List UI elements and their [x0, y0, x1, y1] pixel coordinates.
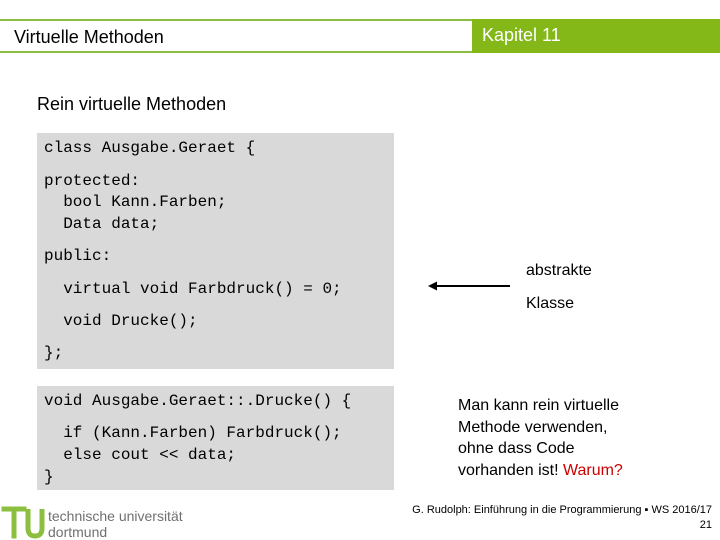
code-line: }; [44, 344, 64, 362]
section-heading: Rein virtuelle Methoden [37, 94, 227, 114]
annotation-line-1: abstrakte [526, 262, 592, 279]
annotation-line-2: Klasse [526, 295, 575, 312]
university-line: technische universität [48, 508, 183, 524]
code-line: bool Kann.Farben; [44, 193, 227, 211]
note-line: Methode verwenden, [458, 418, 608, 436]
university-line: dortmund [48, 524, 108, 540]
note-line: vorhanden ist! Warum? [458, 460, 623, 482]
page-number: 21 [699, 519, 712, 531]
citation-text: G. Rudolph: Einführung in die Programmie… [412, 504, 712, 516]
code-line: Data data; [44, 215, 160, 233]
note-line: Man kann rein virtuelle [458, 397, 619, 414]
tu-logo-icon [1, 506, 45, 539]
class-declaration-code: class Ausgabe.Geraet { protected: bool K… [37, 133, 394, 369]
chapter-label: Kapitel 11 [482, 25, 561, 45]
code-line: if (Kann.Farben) Farbdruck(); [44, 424, 342, 442]
chapter-bar: Kapitel 11 [472, 19, 720, 53]
code-line: public: [44, 247, 112, 265]
arrow-left-icon [428, 281, 510, 291]
code-line: else cout << data; [44, 446, 237, 464]
code-line: } [44, 468, 54, 486]
code-line: protected: [44, 172, 141, 190]
code-line: void Ausgabe.Geraet::.Drucke() { [44, 392, 352, 410]
note-line: ohne dass Code [458, 440, 575, 457]
code-line: class Ausgabe.Geraet { [44, 139, 256, 157]
university-name: technische universität dortmund [48, 508, 183, 540]
code-line: void Drucke(); [44, 312, 198, 330]
footer-citation: G. Rudolph: Einführung in die Programmie… [372, 503, 712, 533]
note-line-text: vorhanden ist! [458, 461, 563, 479]
code-line: virtual void Farbdruck() = 0; [44, 280, 342, 298]
header-title-bar: Virtuelle Methoden [0, 19, 472, 53]
explanation-note: Man kann rein virtuelle Methode verwende… [458, 395, 623, 481]
question-highlight: Warum? [562, 461, 623, 479]
method-definition-code: void Ausgabe.Geraet::.Drucke() { if (Kan… [37, 386, 394, 490]
slide-title: Virtuelle Methoden [14, 27, 164, 47]
